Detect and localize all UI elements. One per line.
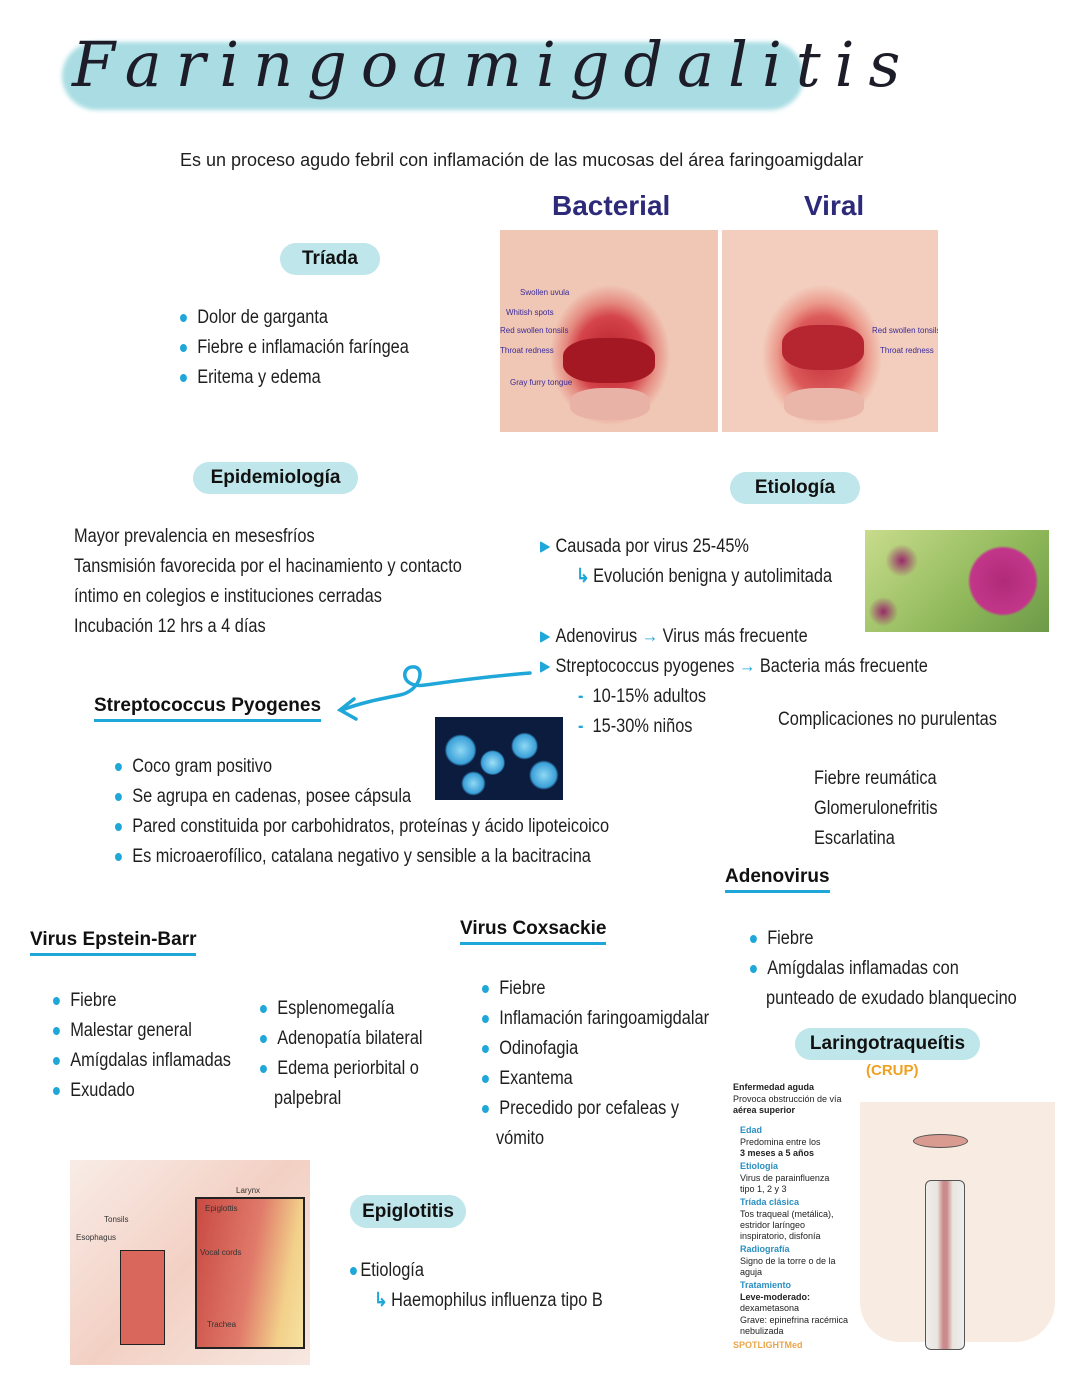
label-tonsils: Tonsils bbox=[104, 1215, 129, 1224]
bacteria-image bbox=[435, 717, 563, 800]
crup-text: Grave: epinefrina racémica bbox=[740, 1315, 849, 1325]
label-swollen-uvula: Swollen uvula bbox=[520, 288, 570, 297]
crup-heading: Tríada clásica bbox=[740, 1197, 800, 1207]
crup-text: Provoca obstrucción de vía bbox=[733, 1094, 842, 1104]
label-whitish-spots: Whitish spots bbox=[506, 308, 554, 317]
label-vocal-cords: Vocal cords bbox=[200, 1248, 242, 1257]
bacterial-throat-image: Swollen uvula Whitish spots Red swollen … bbox=[500, 230, 718, 432]
crup-text: 3 meses a 5 años bbox=[740, 1148, 815, 1158]
title-highlight bbox=[62, 42, 804, 110]
crup-text: Tos traqueal (metálica), bbox=[740, 1209, 834, 1219]
viral-header: Viral bbox=[804, 190, 865, 221]
brand-logo: SPOTLIGHTMed bbox=[733, 1340, 803, 1350]
larynx-image: Larynx Tonsils Esophagus Epiglottis Voca… bbox=[70, 1160, 310, 1365]
crup-infographic: Enfermedad aguda Provoca obstrucción de … bbox=[730, 1080, 1060, 1360]
adenovirus-heading: Adenovirus bbox=[725, 866, 830, 893]
label-tonsils: Red swollen tonsils bbox=[872, 326, 938, 335]
crup-text: Virus de parainfluenza bbox=[740, 1173, 830, 1183]
ebv-heading: Virus Epstein-Barr bbox=[30, 929, 197, 956]
list-item: Pared constituida por carbohidratos, pro… bbox=[115, 815, 609, 839]
list-item: Dolor de garganta bbox=[180, 306, 328, 330]
laringotraqueitis-heading: Laringotraqueítis bbox=[795, 1028, 980, 1060]
curved-arrow-icon bbox=[336, 665, 532, 721]
list-item-continuation: vómito bbox=[496, 1128, 545, 1149]
label-tonsils: Red swollen tonsils bbox=[500, 326, 569, 335]
crup-heading: Edad bbox=[740, 1125, 763, 1135]
list-item: ↳Haemophilus influenza tipo B bbox=[374, 1290, 603, 1311]
crup-text: nebulizada bbox=[740, 1326, 784, 1336]
crup-text: inspiratorio, disfonía bbox=[740, 1231, 821, 1241]
viral-throat-image: Red swollen tonsils Throat redness bbox=[722, 230, 938, 432]
text-line: Incubación 12 hrs a 4 días bbox=[74, 616, 266, 637]
subtitle: Es un proceso agudo febril con inflamaci… bbox=[180, 150, 864, 170]
crup-heading: Etiología bbox=[740, 1161, 778, 1171]
text-line: íntimo en colegios e instituciones cerra… bbox=[74, 586, 382, 607]
crup-text: Signo de la torre o de la bbox=[740, 1256, 836, 1266]
list-item: Coco gram positivo bbox=[115, 755, 272, 779]
epiglotitis-heading: Epiglotitis bbox=[350, 1195, 466, 1228]
crup-text: Predomina entre los bbox=[740, 1137, 821, 1147]
list-item: Malestar general bbox=[53, 1019, 192, 1043]
list-item: Adenopatía bilateral bbox=[260, 1027, 423, 1051]
list-item: - 15-30% niños bbox=[578, 716, 693, 737]
label-throat-redness: Throat redness bbox=[880, 346, 934, 355]
crup-label: (CRUP) bbox=[866, 1062, 919, 1079]
list-item: Fiebre bbox=[482, 977, 546, 1001]
label-epiglottis: Epiglottis bbox=[205, 1204, 238, 1213]
list-item: Fiebre bbox=[750, 927, 814, 951]
list-item: Edema periorbital o bbox=[260, 1057, 419, 1081]
list-item: Fiebre e inflamación faríngea bbox=[180, 336, 409, 360]
crup-heading: Tratamiento bbox=[740, 1280, 792, 1290]
list-item: Glomerulonefritis bbox=[814, 798, 938, 819]
list-item: Es microaerofílico, catalana negativo y … bbox=[115, 845, 591, 869]
text-line: Tansmisión favorecida por el hacinamient… bbox=[74, 556, 462, 577]
virus-image bbox=[865, 530, 1049, 632]
list-item: - 10-15% adultos bbox=[578, 686, 707, 707]
crup-text: Leve-moderado: bbox=[740, 1292, 811, 1302]
list-item: Esplenomegalía bbox=[260, 997, 394, 1021]
list-item: Inflamación faringoamigdalar bbox=[482, 1007, 709, 1031]
list-item: Eritema y edema bbox=[180, 366, 321, 390]
list-item-continuation: punteado de exudado blanquecino bbox=[766, 988, 1017, 1009]
triada-heading: Tríada bbox=[280, 243, 380, 275]
crup-text: aérea superior bbox=[733, 1105, 796, 1115]
list-item: Causada por virus 25-45% bbox=[540, 535, 749, 559]
crup-heading: Radiografía bbox=[740, 1244, 790, 1254]
label-larynx: Larynx bbox=[236, 1186, 261, 1195]
crup-text: aguja bbox=[740, 1267, 763, 1277]
label-trachea: Trachea bbox=[207, 1320, 237, 1329]
text-line: Mayor prevalencia en mesesfríos bbox=[74, 526, 315, 547]
strep-heading: Streptococcus Pyogenes bbox=[94, 695, 322, 722]
list-item: Adenovirus → Virus más frecuente bbox=[540, 625, 808, 649]
list-item: Amígdalas inflamadas con bbox=[750, 957, 959, 981]
list-item: Amígdalas inflamadas bbox=[53, 1049, 231, 1073]
crup-text: Enfermedad aguda bbox=[733, 1082, 815, 1092]
crup-text: estridor laríngeo bbox=[740, 1220, 806, 1230]
list-item: Exantema bbox=[482, 1067, 573, 1091]
page-title: Faringoamigdalitis bbox=[72, 28, 915, 101]
complicaciones-heading: Complicaciones no purulentas bbox=[778, 709, 997, 730]
list-item: Precedido por cefaleas y bbox=[482, 1097, 679, 1121]
list-item: Escarlatina bbox=[814, 828, 895, 849]
list-item-continuation: palpebral bbox=[274, 1088, 342, 1109]
list-item: Fiebre reumática bbox=[814, 768, 937, 789]
list-item: Streptococcus pyogenes → Bacteria más fr… bbox=[540, 655, 928, 679]
epidemiologia-heading: Epidemiología bbox=[193, 462, 358, 494]
label-gray-tongue: Gray furry tongue bbox=[510, 378, 573, 387]
coxsackie-heading: Virus Coxsackie bbox=[460, 918, 607, 945]
list-item: Etiología bbox=[350, 1259, 424, 1283]
list-item: Se agrupa en cadenas, posee cápsula bbox=[115, 785, 411, 809]
label-throat-redness: Throat redness bbox=[500, 346, 554, 355]
list-item: ↳Evolución benigna y autolimitada bbox=[576, 566, 833, 587]
label-esophagus: Esophagus bbox=[76, 1233, 117, 1242]
list-item: Fiebre bbox=[53, 989, 117, 1013]
crup-text: dexametasona bbox=[740, 1303, 800, 1313]
etiologia-heading: Etiología bbox=[730, 472, 860, 504]
bacterial-header: Bacterial bbox=[552, 190, 671, 221]
crup-text: tipo 1, 2 y 3 bbox=[740, 1184, 787, 1194]
list-item: Exudado bbox=[53, 1079, 135, 1103]
list-item: Odinofagia bbox=[482, 1037, 578, 1061]
